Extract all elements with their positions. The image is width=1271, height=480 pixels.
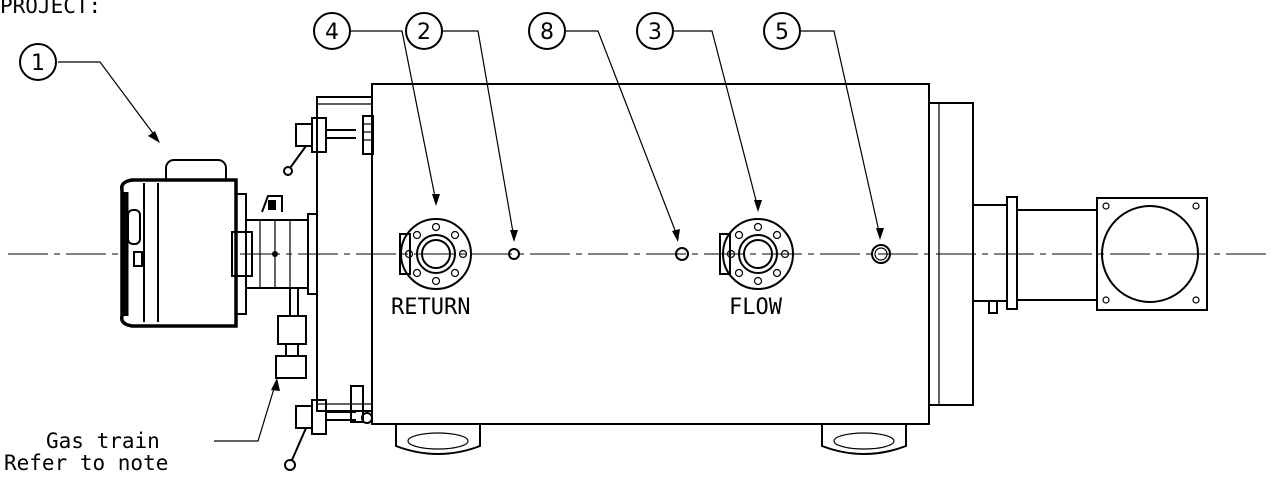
- project-label: PROJECT:: [0, 0, 101, 18]
- svg-text:4: 4: [325, 20, 339, 45]
- burner-assembly: [119, 159, 318, 379]
- socket-2: [508, 248, 520, 260]
- socket-5: [871, 244, 891, 264]
- svg-text:5: 5: [775, 20, 789, 45]
- socket-8: [675, 247, 689, 261]
- note-line-1: Gas train: [46, 429, 160, 453]
- note-line-2: Refer to note: [4, 451, 168, 475]
- balloon-5: 5: [763, 12, 801, 50]
- balloon-1: 1: [19, 43, 57, 81]
- flow-connection: [719, 218, 794, 290]
- valve-handles: [283, 117, 356, 471]
- balloon-2: 2: [405, 12, 443, 50]
- return-connection: [399, 218, 472, 290]
- svg-text:1: 1: [31, 51, 45, 76]
- svg-text:3: 3: [648, 20, 662, 45]
- svg-text:8: 8: [540, 20, 554, 45]
- balloon-4: 4: [313, 12, 351, 50]
- balloon-8: 8: [528, 12, 566, 50]
- flue-outlet: [972, 196, 1208, 314]
- leader-lines: [58, 30, 881, 442]
- svg-text:2: 2: [417, 20, 431, 45]
- leader-arrowheads: [148, 131, 884, 391]
- flow-label: FLOW: [729, 295, 783, 320]
- balloon-3: 3: [636, 12, 674, 50]
- boiler-shell: [316, 83, 974, 455]
- return-label: RETURN: [391, 295, 470, 320]
